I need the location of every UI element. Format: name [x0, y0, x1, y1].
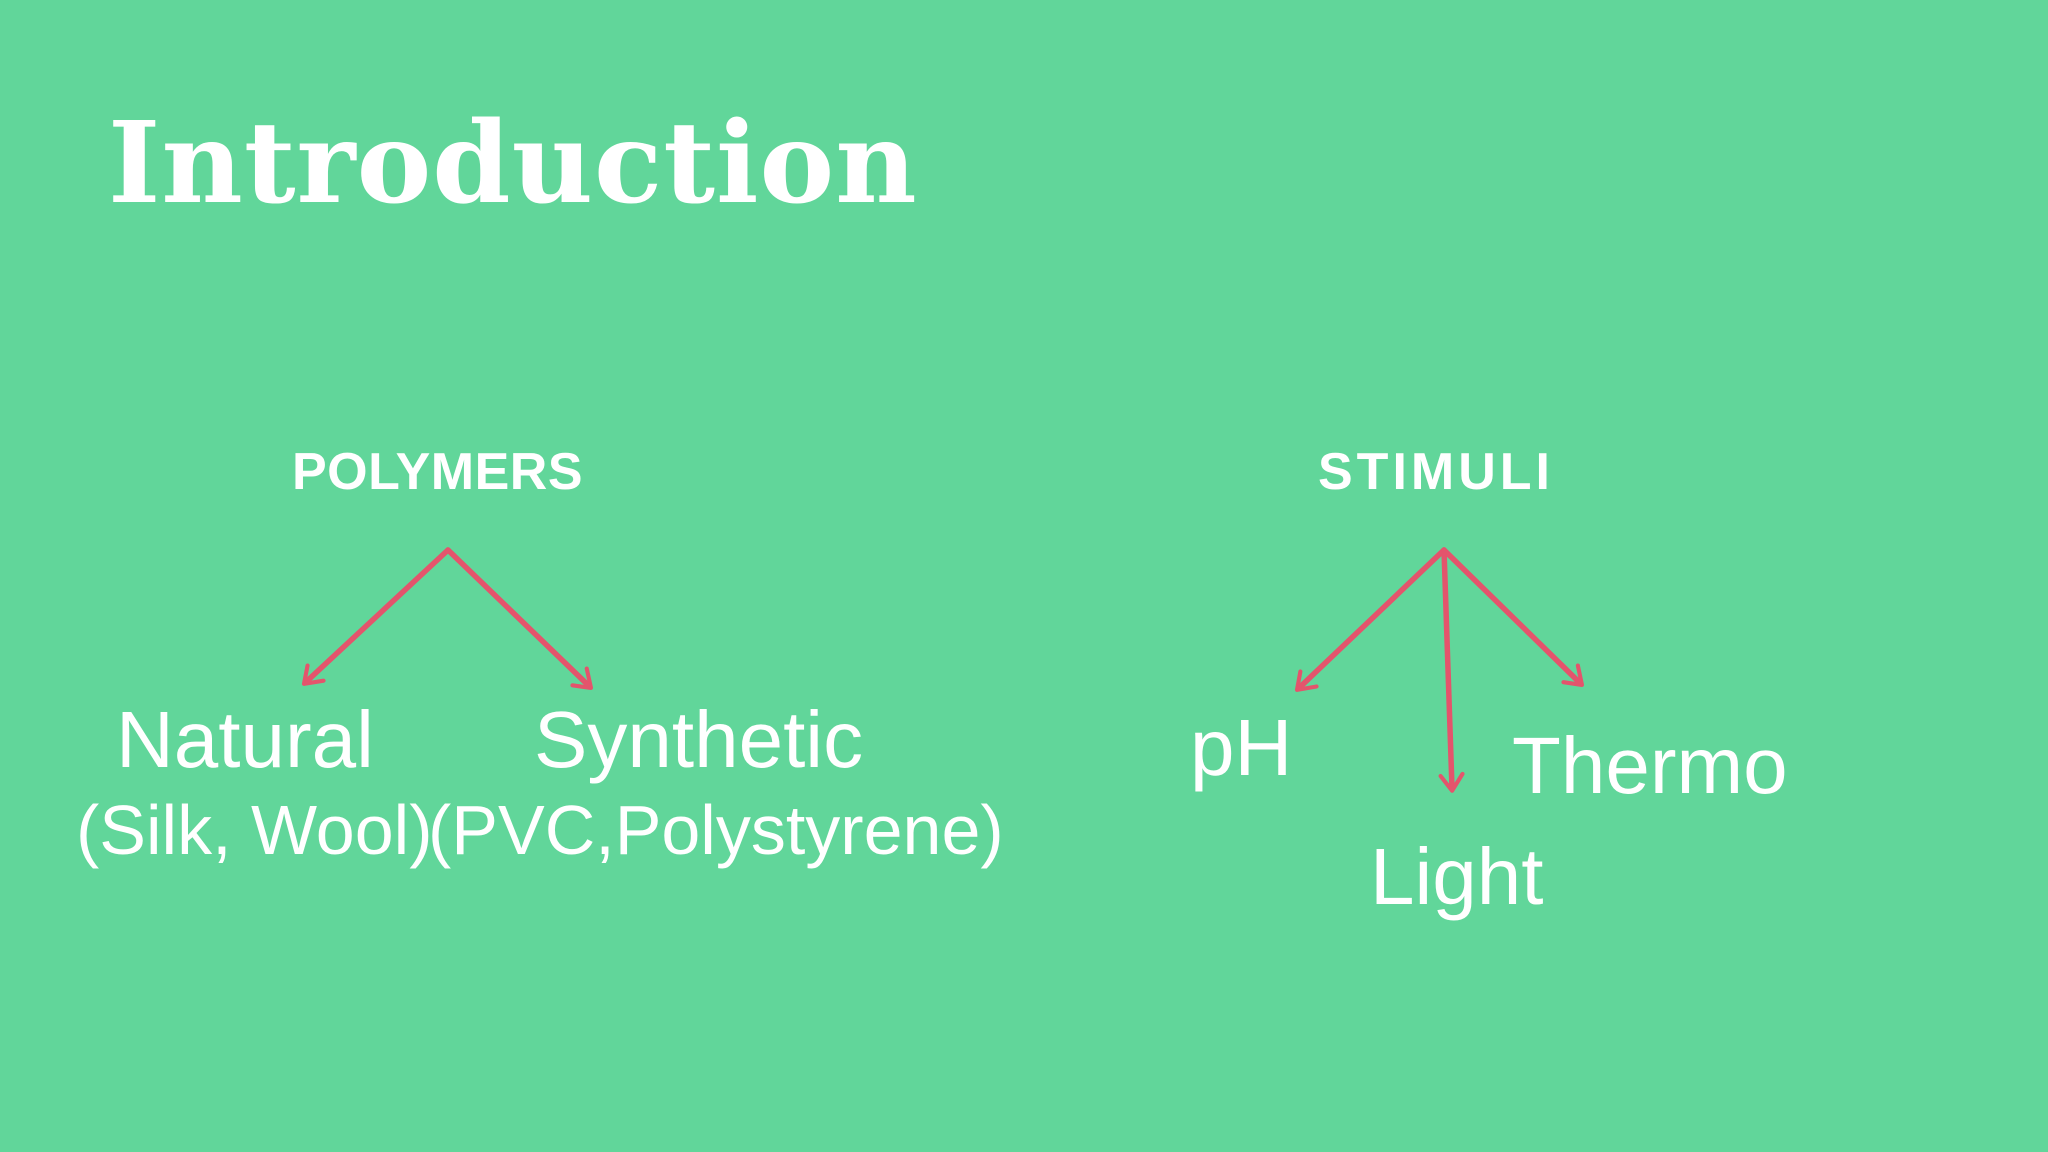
stimuli-heading: STIMULI — [1318, 443, 1554, 501]
polymers-node-natural-examples: (Silk, Wool) — [76, 791, 433, 869]
page-title: Introduction — [108, 98, 918, 229]
polymers-arrows — [301, 547, 594, 690]
polymers-node-synthetic: Synthetic — [534, 695, 864, 784]
arrow-polymers-to-synthetic — [445, 547, 594, 690]
arrow-stimuli-to-thermo — [1441, 547, 1585, 687]
polymers-node-synthetic-examples: (PVC,Polystyrene) — [428, 791, 1004, 869]
arrow-stimuli-to-ph — [1294, 547, 1447, 692]
stimuli-node-thermo: Thermo — [1512, 721, 1788, 810]
polymers-node-natural: Natural — [116, 695, 374, 784]
stimuli-node-ph: pH — [1190, 703, 1293, 792]
arrow-polymers-to-natural — [301, 547, 451, 686]
stimuli-node-light: Light — [1370, 832, 1544, 921]
arrow-stimuli-to-light — [1438, 547, 1465, 793]
polymers-heading: POLYMERS — [292, 443, 584, 501]
